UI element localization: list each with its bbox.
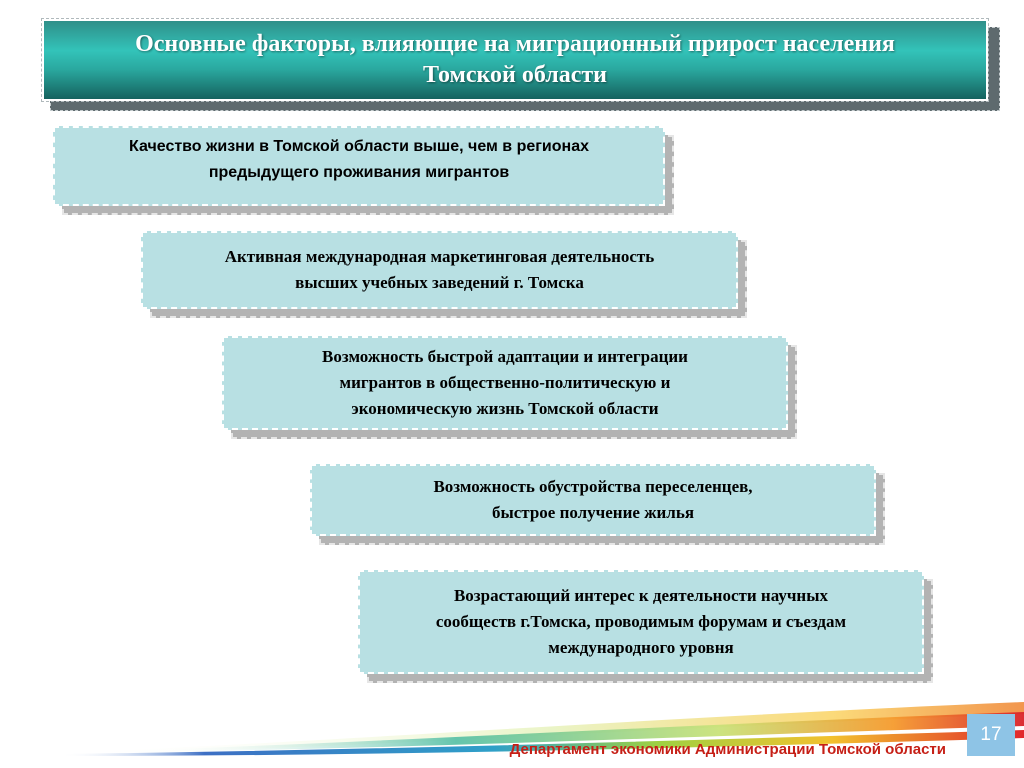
factor-box-scientific-interest: Возрастающий интерес к деятельности науч… <box>358 570 933 683</box>
factor-text-line: Активная международная маркетинговая дея… <box>224 247 655 266</box>
slide-title: Основные факторы, влияющие на миграционн… <box>41 18 989 102</box>
factor-box-body: Возрастающий интерес к деятельности науч… <box>358 570 924 674</box>
factor-box-housing: Возможность обустройства переселенцев, б… <box>310 464 885 545</box>
factor-box-body: Качество жизни в Томской области выше, ч… <box>53 126 665 206</box>
factor-text-line: сообществ г.Томска, проводимым форумам и… <box>435 612 847 631</box>
factor-box-quality-of-life: Качество жизни в Томской области выше, ч… <box>53 126 674 215</box>
factor-text-line: экономическую жизнь Томской области <box>351 399 659 418</box>
factor-text-line: Качество жизни в Томской области выше, ч… <box>129 138 589 155</box>
footer-department-name: Департамент экономики Администрации Томс… <box>509 741 946 758</box>
factor-text-line: Возможность обустройства переселенцев, <box>433 477 753 496</box>
factor-text-line: предыдущего проживания мигрантов <box>208 164 510 181</box>
page-number-badge: 17 <box>967 714 1015 756</box>
footer-swoosh-decoration <box>60 702 1024 756</box>
factor-text-line: мигрантов в общественно-политическую и <box>339 373 671 392</box>
factor-text-line: международного уровня <box>548 638 734 657</box>
factor-text-line: Возрастающий интерес к деятельности науч… <box>453 586 829 605</box>
factor-box-body: Возможность быстрой адаптации и интеграц… <box>222 336 788 430</box>
factor-box-body: Активная международная маркетинговая дея… <box>141 231 738 309</box>
factor-text-line: быстрое получение жилья <box>491 503 695 522</box>
factor-text-line: Возможность быстрой адаптации и интеграц… <box>322 347 688 366</box>
factor-box-adaptation: Возможность быстрой адаптации и интеграц… <box>222 336 797 439</box>
factor-text-line: высших учебных заведений г. Томска <box>295 273 584 292</box>
factor-box-marketing: Активная международная маркетинговая дея… <box>141 231 747 318</box>
slide-title-line-2: Томской области <box>423 62 607 88</box>
factor-box-body: Возможность обустройства переселенцев, б… <box>310 464 876 536</box>
slide-title-line-1: Основные факторы, влияющие на миграционн… <box>135 31 895 57</box>
